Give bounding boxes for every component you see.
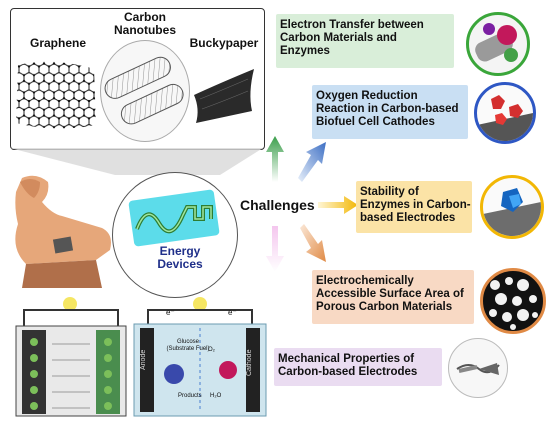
biofuel-cell-image — [133, 297, 267, 417]
blue-arrow — [298, 142, 326, 182]
battery-device-image — [15, 297, 127, 417]
yellow-arrow — [318, 196, 358, 214]
mechanical-properties-icon — [448, 338, 508, 398]
o2-label: O₂ — [208, 347, 215, 353]
oxygen-reduction-icon — [474, 82, 536, 144]
green-arrow — [266, 136, 284, 182]
arm-wearable-image — [15, 175, 111, 288]
challenge-box-stability — [356, 181, 472, 233]
h2o-label: H₂O — [210, 393, 222, 399]
electron-right-label: e⁻ — [228, 308, 237, 317]
glucose-label: Glucose(Substrate Fuel) — [166, 339, 210, 352]
orange-arrow — [300, 224, 326, 262]
cathode-label: Cathode — [246, 349, 253, 376]
challenges-label: Challenges — [240, 197, 315, 213]
anode-label: Anode — [140, 349, 147, 370]
graphene-label: Graphene — [29, 36, 86, 50]
challenge-box-mechanical — [274, 348, 442, 386]
graphene-lattice-image — [16, 61, 96, 129]
challenge-box-surface-area — [312, 270, 474, 324]
carbon-nanotubes-image — [100, 40, 190, 142]
pink-arrow — [266, 226, 284, 272]
porous-carbon-icon — [480, 268, 546, 334]
energy-devices-circle — [112, 172, 238, 298]
challenge-box-electron-transfer — [276, 14, 454, 68]
buckypaper-label: Buckypaper — [189, 36, 259, 50]
enzyme-stability-icon — [480, 175, 544, 239]
electron-left-label: e⁻ — [166, 308, 175, 317]
products-label: Products — [178, 393, 202, 399]
buckypaper-image — [194, 69, 254, 123]
enzyme-electrode-icon — [466, 12, 530, 76]
challenge-box-oxygen-reduction — [312, 85, 468, 139]
